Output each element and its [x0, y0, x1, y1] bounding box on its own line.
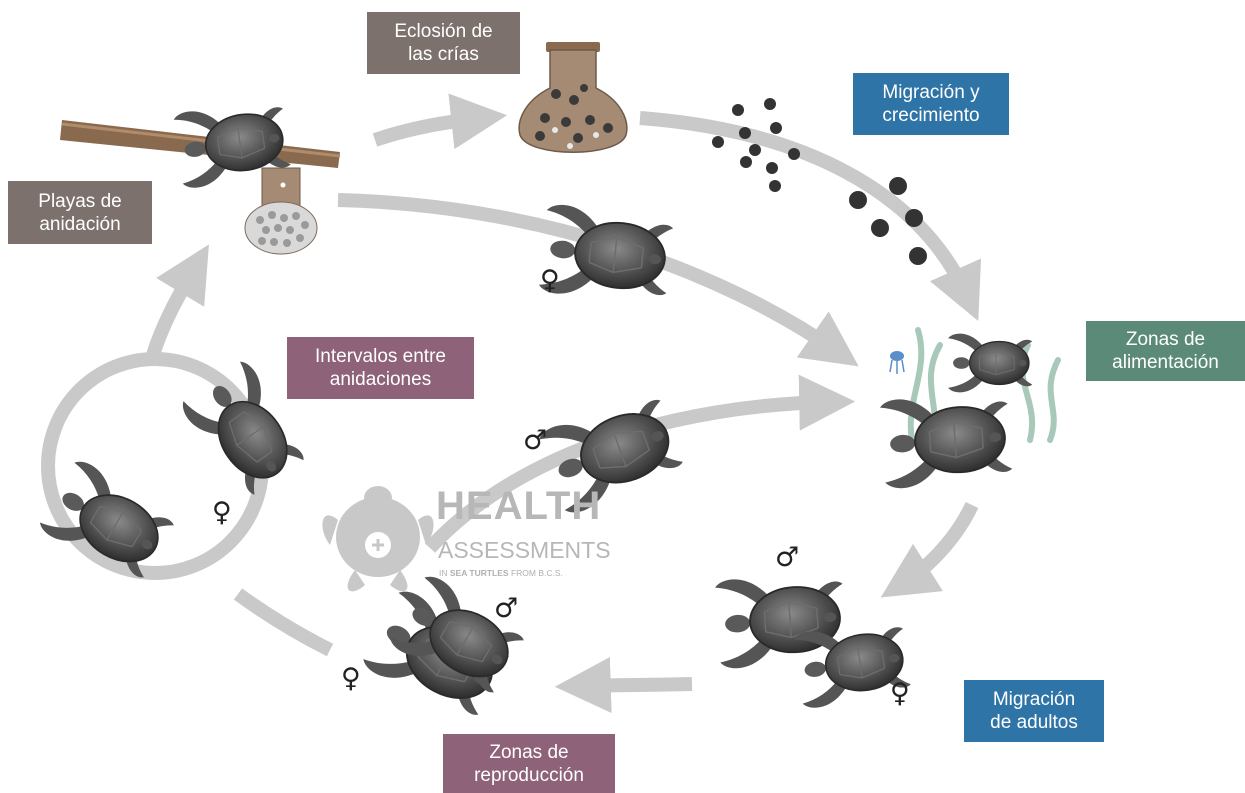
label-feeding-zones-line1: Zonas de	[1092, 328, 1239, 351]
label-internesting: Intervalos entre anidaciones	[287, 337, 474, 399]
watermark-title: HEALTH	[436, 485, 601, 527]
arrow-breeding-to-circle	[238, 594, 330, 650]
arrow-adults-to-breeding	[580, 684, 692, 686]
female-symbol-adults: ♀	[890, 680, 910, 707]
label-feeding-zones: Zonas de alimentación	[1086, 321, 1245, 381]
male-symbol-migration: ♂	[523, 427, 547, 454]
jellyfish-icon	[890, 351, 904, 374]
label-adult-migration-line1: Migración	[970, 688, 1098, 711]
arrow-feeding-to-adults	[902, 505, 972, 584]
label-breeding-zones-line2: reproducción	[449, 764, 609, 787]
label-feeding-zones-line2: alimentación	[1092, 351, 1239, 374]
label-nesting-beaches-line2: anidación	[14, 213, 146, 236]
watermark-tagline-prefix: IN	[439, 568, 450, 578]
watermark-tagline-suffix: FROM B.C.S.	[509, 568, 563, 578]
arrow-beach-to-hatching	[375, 118, 482, 140]
watermark-tagline-bold: SEA TURTLES	[450, 568, 509, 578]
label-breeding-zones: Zonas de reproducción	[443, 734, 615, 793]
label-hatching: Eclosión de las crías	[367, 12, 520, 74]
label-migration-growth-line2: crecimiento	[859, 104, 1003, 127]
female-symbol-breeding: ♀	[341, 665, 361, 692]
feeding-turtle-large	[880, 392, 1013, 490]
label-internesting-line1: Intervalos entre	[293, 345, 468, 368]
label-nesting-beaches-line1: Playas de	[14, 190, 146, 213]
label-migration-growth: Migración y crecimiento	[853, 73, 1009, 135]
label-migration-growth-line1: Migración y	[859, 81, 1003, 104]
label-adult-migration-line2: de adultos	[970, 711, 1098, 734]
watermark: HEALTH ASSESSMENTS IN SEA TURTLES FROM B…	[318, 485, 618, 595]
male-symbol-adults: ♂	[775, 544, 799, 571]
arrow-circle-to-beach	[152, 266, 196, 358]
female-symbol-internesting: ♀	[212, 499, 232, 526]
watermark-subtitle: ASSESSMENTS	[438, 537, 611, 563]
female-symbol-migration: ♀	[540, 267, 560, 294]
feeding-turtle-small	[948, 334, 1032, 393]
label-hatching-line1: Eclosión de	[373, 20, 514, 43]
label-internesting-line2: anidaciones	[293, 368, 468, 391]
label-hatching-line2: las crías	[373, 43, 514, 66]
male-symbol-mating: ♂	[494, 595, 518, 622]
watermark-tagline: IN SEA TURTLES FROM B.C.S.	[439, 568, 563, 578]
hatching-nest-illustration	[519, 42, 627, 152]
label-nesting-beaches: Playas de anidación	[8, 181, 152, 244]
label-adult-migration: Migración de adultos	[964, 680, 1104, 742]
label-breeding-zones-line1: Zonas de	[449, 741, 609, 764]
